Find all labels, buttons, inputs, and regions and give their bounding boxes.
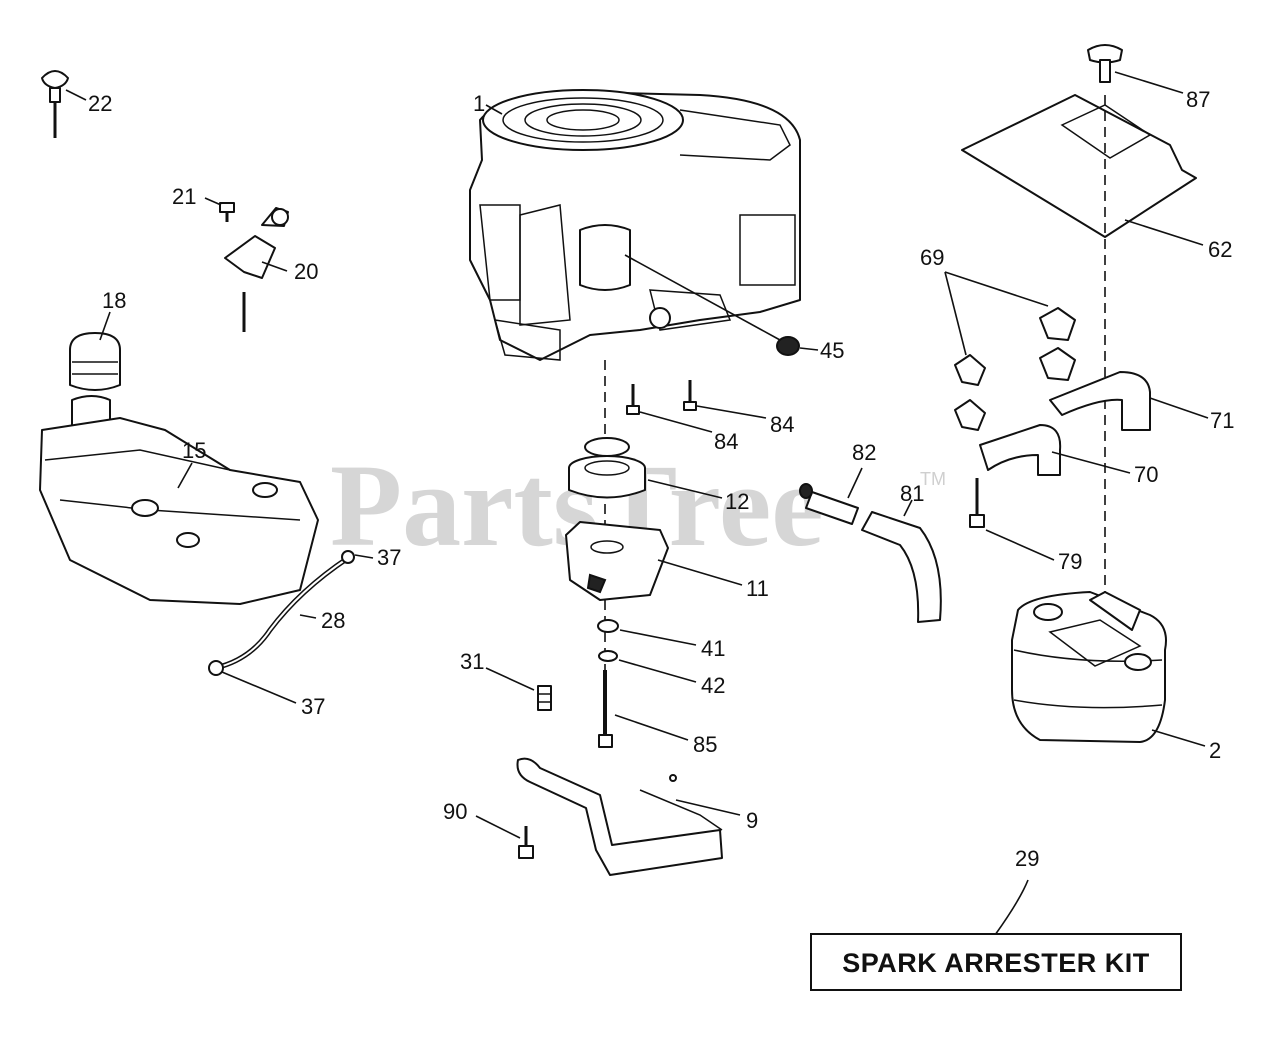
exhaust-pipe-part bbox=[799, 467, 942, 623]
callout-82: 82 bbox=[852, 440, 876, 465]
callout-12: 12 bbox=[725, 489, 749, 514]
callout-2: 2 bbox=[1209, 738, 1221, 763]
spark-arrester-kit-box bbox=[810, 933, 1182, 991]
callout-79: 79 bbox=[1058, 549, 1082, 574]
callout-37-upper: 37 bbox=[377, 545, 401, 570]
screw-79-part bbox=[969, 478, 1055, 561]
callout-84-upper: 84 bbox=[770, 412, 794, 437]
plug-part bbox=[776, 336, 819, 356]
callout-31: 31 bbox=[460, 649, 484, 674]
callout-20: 20 bbox=[294, 259, 318, 284]
callout-45: 45 bbox=[820, 338, 844, 363]
callout-62: 62 bbox=[1208, 237, 1232, 262]
kit-leader-line bbox=[994, 879, 1029, 936]
dipstick-cap-part bbox=[41, 70, 87, 138]
small-screw-part bbox=[204, 197, 235, 222]
callout-15: 15 bbox=[182, 438, 206, 463]
callout-22: 22 bbox=[88, 91, 112, 116]
callout-81: 81 bbox=[900, 481, 924, 506]
washer-41-part bbox=[597, 619, 697, 646]
exhaust-elbow-71-part bbox=[1049, 371, 1209, 431]
callout-84-lower: 84 bbox=[714, 429, 738, 454]
bracket-part bbox=[516, 757, 741, 876]
engine-part bbox=[469, 89, 801, 361]
screw-31-part bbox=[485, 667, 552, 711]
fuel-cap-part bbox=[69, 311, 121, 433]
fuel-tank-part bbox=[39, 417, 319, 605]
callout-85: 85 bbox=[693, 732, 717, 757]
watermark-trademark: TM bbox=[920, 469, 946, 489]
callout-9: 9 bbox=[746, 808, 758, 833]
clutch-part bbox=[565, 521, 743, 601]
callout-70: 70 bbox=[1134, 462, 1158, 487]
pulley-part bbox=[568, 437, 723, 499]
exhaust-elbow-70-part bbox=[979, 424, 1131, 476]
callout-69: 69 bbox=[920, 245, 944, 270]
bolt-85-part bbox=[598, 670, 689, 748]
muffler-part bbox=[1011, 591, 1206, 747]
bolts-84-part bbox=[626, 380, 767, 433]
fuel-line-part bbox=[208, 550, 374, 704]
callout-21: 21 bbox=[172, 184, 196, 209]
callout-90: 90 bbox=[443, 799, 467, 824]
callout-28: 28 bbox=[321, 608, 345, 633]
callout-87: 87 bbox=[1186, 87, 1210, 112]
callout-37-lower: 37 bbox=[301, 694, 325, 719]
callout-1: 1 bbox=[473, 91, 485, 116]
bolt-90-part bbox=[475, 815, 534, 859]
washer-42-part bbox=[598, 650, 697, 683]
callout-42: 42 bbox=[701, 673, 725, 698]
spark-arrester-kit-label: SPARK ARRESTER KIT bbox=[842, 948, 1150, 978]
callout-18: 18 bbox=[102, 288, 126, 313]
callout-11: 11 bbox=[746, 576, 769, 601]
gasket-part bbox=[944, 271, 1076, 431]
callout-41: 41 bbox=[701, 636, 725, 661]
callout-71: 71 bbox=[1210, 408, 1234, 433]
heat-shield-part bbox=[961, 44, 1204, 246]
callout-29: 29 bbox=[1015, 846, 1039, 871]
fuel-shutoff-part bbox=[224, 207, 289, 332]
